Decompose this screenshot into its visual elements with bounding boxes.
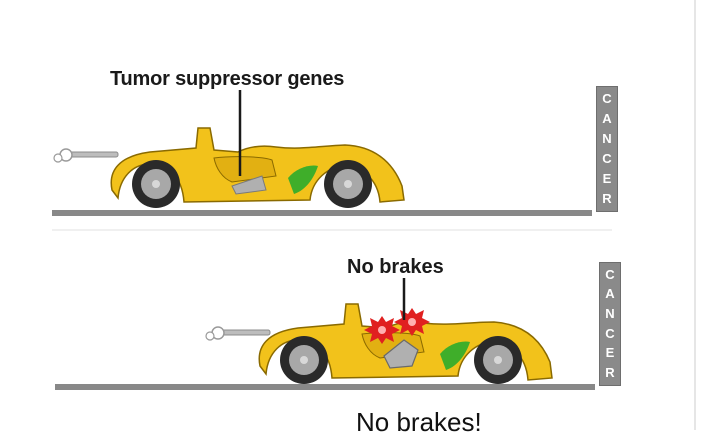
cancer-letter: N [602,131,612,146]
cancer-sign-bottom: C A N C E R [599,262,621,386]
cancer-sign-top: C A N C E R [596,86,618,212]
top-road [52,210,592,216]
cancer-letter: R [602,191,612,206]
top-race-car [110,127,405,208]
bottom-exhaust-icon [205,326,271,341]
tumor-suppressor-label: Tumor suppressor genes [110,68,345,90]
page-right-border [694,0,696,430]
cancer-letter: C [602,91,612,106]
scene-separator [52,229,612,231]
cancer-letter: C [605,325,615,341]
no-brakes-caption: No brakes! [356,407,482,437]
top-scene [52,90,612,231]
bottom-scene [55,278,595,390]
cancer-letter: A [605,286,615,302]
cancer-letter: E [602,171,612,186]
bottom-road [55,384,595,390]
cancer-letter: E [605,345,615,361]
cancer-letter: C [605,266,615,282]
top-exhaust-icon [53,148,119,163]
cancer-letter: R [605,365,615,381]
cancer-letter: A [602,111,612,126]
no-brakes-label: No brakes [347,256,444,278]
broken-brake-icon [383,339,419,369]
cancer-letter: C [602,151,612,166]
explosion-burst-icon [364,308,430,344]
cancer-letter: N [605,306,615,322]
bottom-race-car [258,303,553,384]
